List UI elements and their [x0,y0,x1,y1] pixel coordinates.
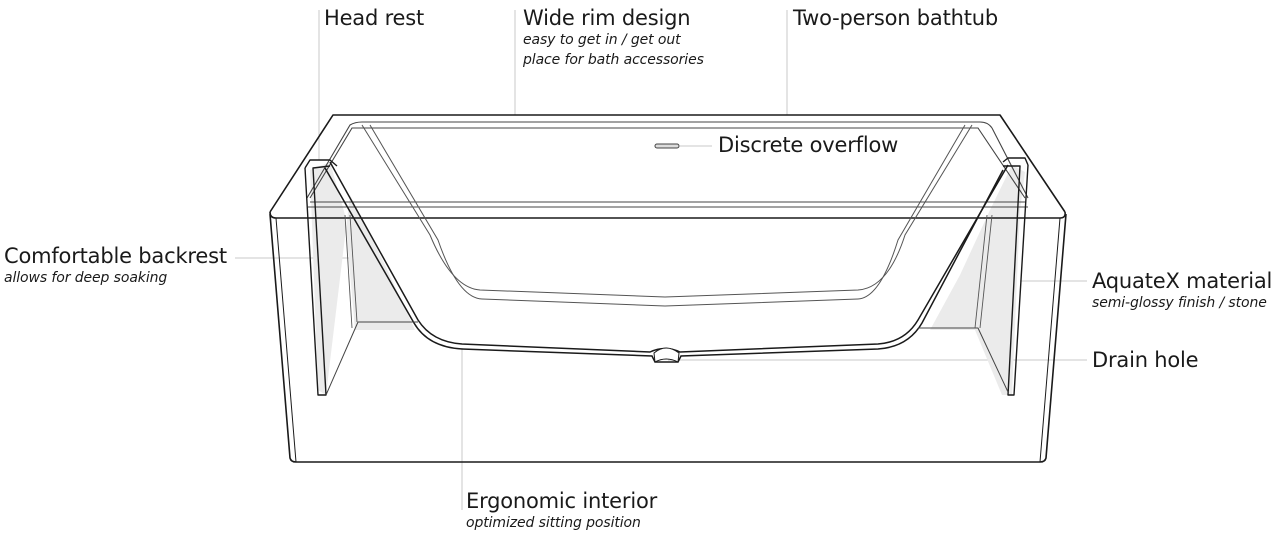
body-left-inner [275,217,297,463]
rim-inner [306,121,1029,208]
tub-outline [269,114,1067,463]
body-right-inner [1039,217,1061,463]
right-inner-post1 [979,214,993,329]
upper-basin-outer [361,124,973,298]
leader-lines [235,10,1087,510]
upper-basin [361,124,973,307]
rim-outer [269,114,1066,213]
left-inner-post1 [344,214,353,329]
right-end-panel [930,165,1025,395]
left-inner-post2 [349,214,358,323]
lower-basin-outer [329,161,1009,353]
wide-rim-line-2: place for bath accessories [523,52,704,68]
ergonomic-line-1: optimized sitting position [466,515,641,531]
lower-basin [324,161,1009,363]
callout-head-rest: Head rest [324,6,424,30]
material-line-1: semi-glossy finish / stone [1092,295,1267,311]
callout-ergonomic: Ergonomic interior optimized sitting pos… [466,489,657,533]
right-headrest-post [1003,164,1029,396]
callout-backrest: Comfortable backrest allows for deep soa… [4,244,227,288]
callout-drain: Drain hole [1092,348,1199,372]
right-headrest-diag [918,327,1009,393]
shaded-panels [310,162,1025,395]
callout-two-person: Two-person bathtub [793,6,998,30]
material-title: AquateX material [1092,269,1273,293]
upper-basin-inner [369,124,966,307]
backrest-line-1: allows for deep soaking [4,270,168,286]
ergonomic-title: Ergonomic interior [466,489,658,513]
left-headrest-diag [325,321,418,396]
right-inner-post2 [974,214,988,329]
left-headrest [304,159,418,396]
body-left-side [269,213,1067,463]
callout-material: AquateX material semi-glossy finish / st… [1092,269,1272,313]
two-person-title: Two-person bathtub [793,6,999,30]
right-headrest [918,157,1029,396]
drain-rim [653,347,680,363]
head-rest-title: Head rest [324,6,425,30]
rim-front-edge [269,211,1066,219]
overflow-slot [654,143,680,149]
backrest-title: Comfortable backrest [4,244,227,268]
drain-hole-shape [653,347,680,363]
callout-wide-rim: Wide rim design easy to get in / get out… [523,6,704,70]
wide-rim-title: Wide rim design [523,6,691,30]
rim-inner-1 [306,121,1029,199]
left-end-panel [310,162,415,395]
rim-inner-2 [309,127,1026,199]
left-headrest-outer [304,159,338,169]
drain-title: Drain hole [1092,348,1199,372]
callout-overflow: Discrete overflow [718,133,898,157]
wide-rim-line-1: easy to get in / get out [523,32,681,48]
overflow-title: Discrete overflow [718,133,899,157]
right-headrest-outer [1002,157,1029,166]
lower-basin-inner [324,167,1004,363]
